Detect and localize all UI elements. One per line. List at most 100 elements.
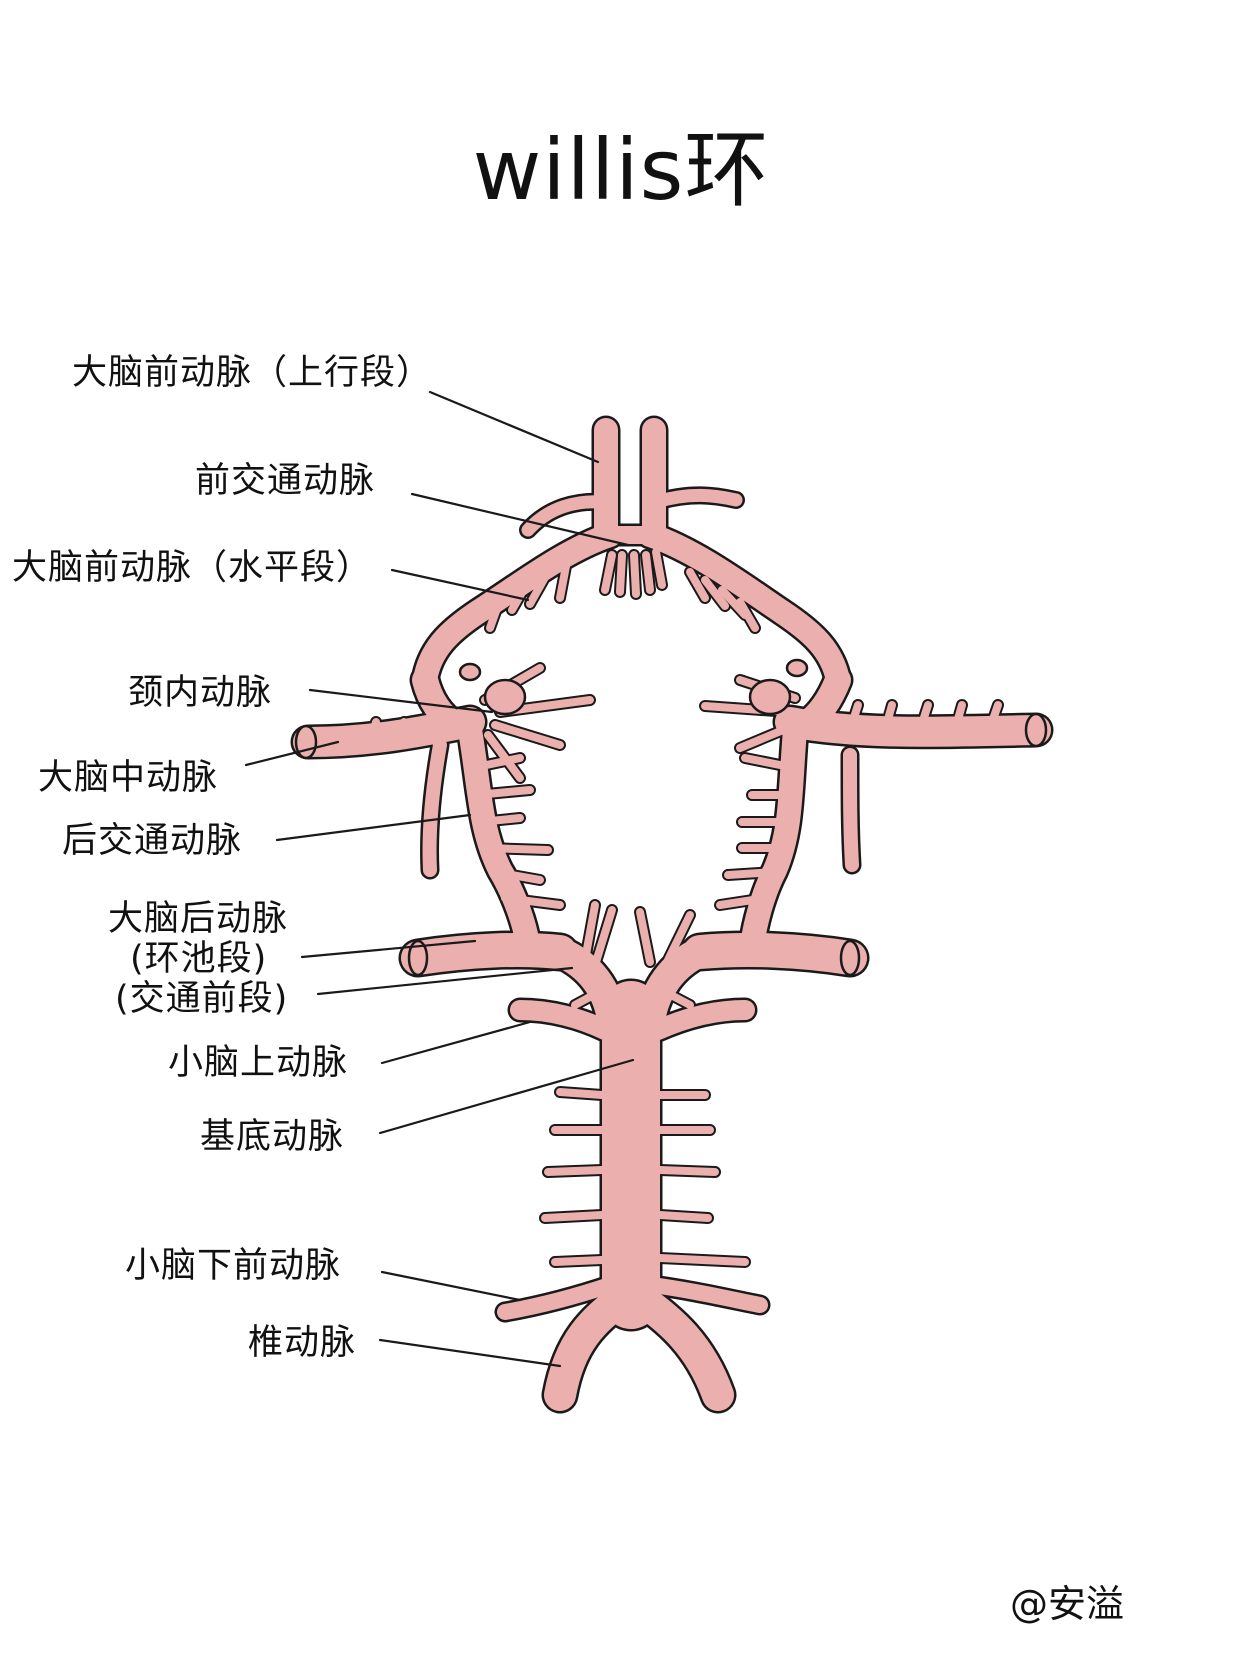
perforator-branch-39 xyxy=(556,1088,606,1099)
perforator-branch-13 xyxy=(736,598,759,632)
label-vertebral: 椎动脉 xyxy=(248,1323,357,1363)
leader-pca-ambient xyxy=(300,939,477,959)
perforator-branch-43 xyxy=(551,1256,606,1266)
leader-basilar xyxy=(378,1058,635,1135)
label-aca-ascending: 大脑前动脉（上行段） xyxy=(72,353,433,393)
perforator-branch-20 xyxy=(736,721,799,752)
leader-vertebral xyxy=(378,1338,562,1368)
perforator-branch-22 xyxy=(472,786,534,799)
vertebral-right xyxy=(626,1284,734,1411)
perforator-branch-34 xyxy=(592,906,616,966)
mca-left-down xyxy=(422,738,447,877)
perforator-branch-46 xyxy=(656,1166,719,1176)
leader-acom xyxy=(410,492,630,547)
perforator-branch-55 xyxy=(396,718,408,744)
pca-left xyxy=(401,933,577,975)
perforator-branch-54 xyxy=(366,718,380,746)
perforator-branch-36 xyxy=(664,911,694,964)
perforator-branch-53 xyxy=(986,701,1002,732)
pca-right-end-cap xyxy=(839,939,861,977)
vessel-fill-layer xyxy=(293,418,1051,1411)
aica-left xyxy=(497,1277,618,1320)
ica-left-cut-end xyxy=(483,678,527,716)
leader-aca-horizontal xyxy=(390,568,530,602)
perforator-branch-10 xyxy=(701,576,729,610)
perforator-branch-23 xyxy=(476,814,524,826)
mca-right-end-cap xyxy=(1024,712,1048,748)
pcom-right xyxy=(740,718,807,957)
perforator-branch-26 xyxy=(501,894,564,909)
leader-lines xyxy=(244,390,635,1368)
perforator-branch-35 xyxy=(636,908,654,966)
label-mca: 大脑中动脉 xyxy=(38,758,219,798)
perforator-branch-16 xyxy=(491,721,564,749)
perforator-branch-3 xyxy=(630,551,640,598)
perforator-branch-31 xyxy=(724,868,779,879)
vessel-caps xyxy=(294,658,1048,977)
aca-horizontal-right xyxy=(638,523,850,692)
page-title: willis环 xyxy=(472,121,770,219)
perforator-branch-33 xyxy=(581,901,599,964)
label-pca: 大脑后动脉 xyxy=(108,899,289,939)
perforator-branch-27 xyxy=(741,754,799,772)
vertebral-left xyxy=(544,1284,636,1411)
label-aca-horizontal: 大脑前动脉（水平段） xyxy=(12,548,373,588)
ica-right-small-end xyxy=(785,658,809,678)
aica-right xyxy=(644,1277,768,1313)
leader-pcom xyxy=(275,813,472,842)
perforator-branch-48 xyxy=(656,1254,749,1266)
label-basilar: 基底动脉 xyxy=(200,1117,345,1157)
aca-frontal-branch-right xyxy=(649,488,743,509)
perforator-branch-21 xyxy=(468,754,524,772)
sca-left xyxy=(510,1000,615,1040)
perforator-branch-5 xyxy=(652,548,666,589)
leader-pca-precommunicating xyxy=(316,966,574,996)
perforator-branch-56 xyxy=(426,718,440,742)
leader-ica xyxy=(308,688,494,714)
label-aica: 小脑下前动脉 xyxy=(125,1246,342,1286)
vessel-network xyxy=(290,415,1054,1414)
pca-right xyxy=(683,933,867,975)
perforator-branch-25 xyxy=(491,868,544,884)
perforator-branch-11 xyxy=(686,568,709,602)
perforator-branch-7 xyxy=(526,568,552,608)
pca-left-end-cap xyxy=(407,939,429,977)
ica-right-cut-end xyxy=(748,678,792,716)
ica-left-small-end xyxy=(458,662,482,682)
perforator-branch-17 xyxy=(484,731,524,782)
perforator-branch-24 xyxy=(482,844,552,854)
aca-horizontal-left xyxy=(413,523,622,692)
perforator-branch-47 xyxy=(656,1211,712,1222)
mca-right xyxy=(775,707,1051,747)
perforator-branch-8 xyxy=(556,562,570,602)
perforator-branch-1 xyxy=(601,551,616,594)
perforator-branch-4 xyxy=(642,551,654,594)
mca-left xyxy=(293,707,485,757)
label-pcom: 后交通动脉 xyxy=(62,821,243,861)
label-pca-ambient: (环池段) xyxy=(130,939,268,979)
label-sca: 小脑上动脉 xyxy=(168,1043,349,1083)
mca-right-down xyxy=(843,748,859,872)
perforator-branch-49 xyxy=(846,701,862,734)
perforator-branch-2 xyxy=(616,551,626,596)
perforator-branch-32 xyxy=(716,894,770,909)
label-ica: 颈内动脉 xyxy=(128,673,273,713)
perforator-branch-50 xyxy=(881,701,896,734)
perforator-branch-51 xyxy=(916,701,932,734)
author-credit: @安溢 xyxy=(1010,1582,1125,1626)
pcom-left xyxy=(458,718,540,957)
mca-left-end-cap xyxy=(294,724,318,760)
perforator-branch-9 xyxy=(486,596,504,632)
perforator-branch-37 xyxy=(571,981,616,1009)
perforator-branch-6 xyxy=(508,578,532,614)
label-acom: 前交通动脉 xyxy=(195,461,376,501)
leader-aca-ascending xyxy=(428,390,600,464)
sca-right xyxy=(648,1000,755,1040)
perforator-branch-41 xyxy=(544,1166,606,1176)
label-pca-precommunicating: (交通前段) xyxy=(115,979,289,1019)
leader-mca xyxy=(244,740,340,767)
leader-aica xyxy=(380,1270,522,1302)
perforator-branch-52 xyxy=(951,701,966,734)
perforator-branch-38 xyxy=(648,981,694,1009)
